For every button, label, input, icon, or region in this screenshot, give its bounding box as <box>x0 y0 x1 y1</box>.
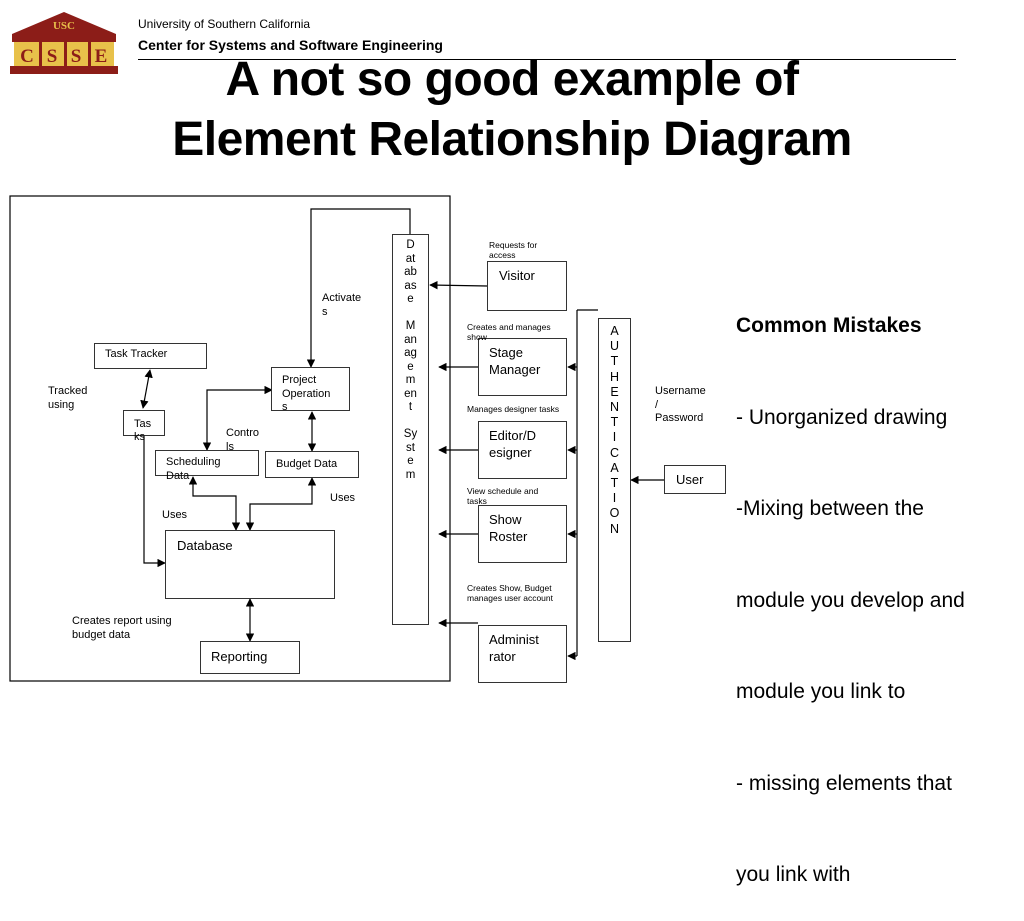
uses-left-label: Uses <box>162 509 188 521</box>
svg-text:S: S <box>47 46 58 67</box>
mistake-line: you link with <box>736 863 851 886</box>
title-line-1: A not so good example of <box>225 53 799 106</box>
creates-manages-show-label: Creates and manages show <box>467 322 551 342</box>
mistake-line: - missing elements that <box>736 771 952 795</box>
dbms-project-edge <box>306 208 411 368</box>
tasks-box: Tas ks <box>123 410 165 443</box>
visitor-dbms-edge <box>429 280 488 290</box>
controls-label: Contro ls <box>226 427 260 453</box>
requests-access-label: Requests for access <box>489 240 538 260</box>
common-mistakes: Common Mistakes - Unorganized drawing -M… <box>736 250 965 921</box>
scheduling-data-box: Scheduling Data <box>155 450 259 482</box>
manages-designer-tasks-label: Manages designer tasks <box>467 404 560 414</box>
logo-badge: USC <box>53 20 75 32</box>
header-rule <box>138 59 956 60</box>
visitor-box: Visitor <box>487 261 567 311</box>
usc-csse-logo: USC C S S E <box>10 12 118 74</box>
activates-label: Activate s <box>322 292 362 318</box>
tasks-database-edge <box>143 435 166 568</box>
authentication-box: A U T H E N T I C A T I O N <box>598 318 631 642</box>
budget-database-edge <box>245 477 317 531</box>
tracked-using-label: Tracked using <box>48 385 88 411</box>
title-line-2: Element Relationship Diagram <box>172 113 852 166</box>
uses-right-label: Uses <box>330 492 356 504</box>
view-schedule-label: View schedule and tasks <box>467 486 539 506</box>
stage-manager-box: Stage Manager <box>478 338 567 396</box>
project-operations-box: Project Operation s <box>271 367 350 413</box>
creates-show-budget-label: Creates Show, Budget manages user accoun… <box>467 583 553 603</box>
budget-data-box: Budget Data <box>265 451 359 478</box>
user-box: User <box>664 465 726 494</box>
task-tracker-box: Task Tracker <box>94 343 207 369</box>
dbms-box: D at ab as e M an ag e m en t Sy st e m <box>392 234 429 625</box>
mistake-line: module you link to <box>736 680 906 703</box>
mistake-line: -Mixing between the <box>736 497 924 520</box>
mistakes-heading: Common Mistakes <box>736 314 922 337</box>
slide-title: A not so good example of Element Relatio… <box>0 50 1024 170</box>
editor-designer-box: Editor/D esigner <box>478 421 567 479</box>
logo-letters: C S S E <box>20 46 107 67</box>
creates-report-label: Creates report using budget data <box>72 615 172 641</box>
university-name: University of Southern California <box>138 17 311 31</box>
tracker-tasks-edge <box>140 369 153 409</box>
diagram-connectors <box>9 195 664 682</box>
administrator-box: Administ rator <box>478 625 567 683</box>
show-roster-box: Show Roster <box>478 505 567 563</box>
database-box: Database <box>165 530 335 599</box>
svg-text:S: S <box>71 46 82 67</box>
mistake-line: - Unorganized drawing <box>736 405 948 429</box>
username-password-label: Username / Password <box>655 385 706 424</box>
mistake-line: module you develop and <box>736 588 965 612</box>
subsystem-frame <box>9 195 451 682</box>
scheduling-database-edge <box>188 476 241 531</box>
reporting-box: Reporting <box>200 641 300 674</box>
center-name: Center for Systems and Software Engineer… <box>138 37 443 53</box>
svg-text:C: C <box>20 46 34 67</box>
scheduling-project-edge <box>202 385 273 451</box>
svg-text:E: E <box>95 46 108 67</box>
